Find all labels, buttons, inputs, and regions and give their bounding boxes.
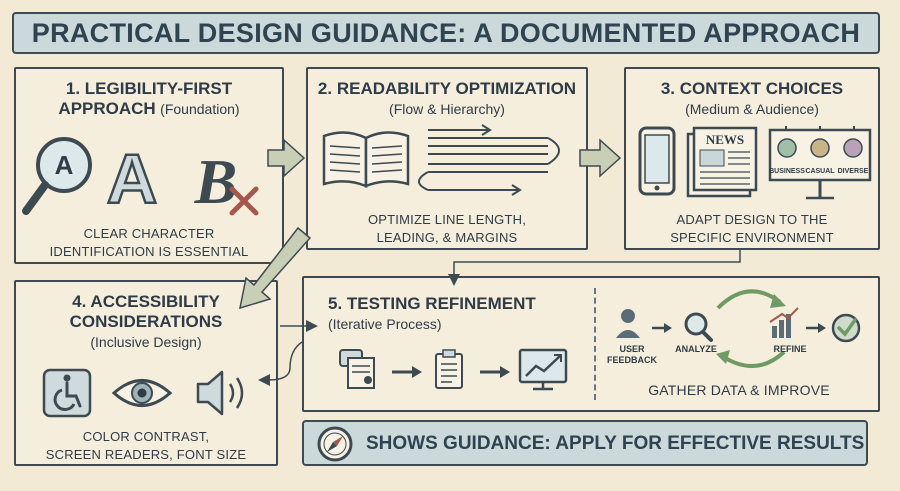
reject-x-icon [229, 186, 259, 216]
testing-heading: 5. TESTING REFINEMENT (Iterative Process… [328, 294, 568, 334]
newspaper-label: NEWS [706, 132, 744, 147]
context-caption: ADAPT DESIGN TO THE SPECIFIC ENVIRONMENT [626, 211, 878, 247]
letter-a-icon: A [107, 140, 158, 218]
billboard-icon: BUSINESS CASUAL DIVERSE [768, 126, 872, 200]
legibility-caption-line2: IDENTIFICATION IS ESSENTIAL [49, 244, 249, 259]
readability-icons [322, 124, 560, 196]
chart-monitor-icon [518, 348, 568, 391]
testing-divider [594, 288, 596, 400]
analyze-magnifier-icon [684, 312, 713, 342]
panel-accessibility: 4. ACCESSIBILITY CONSIDERATIONS (Inclusi… [14, 280, 278, 466]
cycle-label-feedback: FEEDBACK [606, 355, 657, 365]
bar-chart-icon [769, 307, 799, 338]
readability-heading-sub: (Flow & Hierarchy) [389, 101, 505, 117]
panel-legibility: 1. LEGIBILITY-FIRST APPROACH (Foundation… [14, 67, 284, 264]
context-heading-main: 3. CONTEXT CHOICES [660, 79, 844, 98]
magnifier-letter: A [55, 150, 74, 180]
legibility-heading-line1: 1. LEGIBILITY-FIRST [65, 79, 233, 98]
cycle-loop-arrows [716, 289, 786, 369]
user-icon [616, 309, 640, 338]
newspaper-icon: NEWS [686, 126, 758, 198]
accessibility-icons [42, 368, 244, 418]
legibility-caption-line1: CLEAR CHARACTER [83, 226, 215, 241]
cycle-label-analyze: ANALYZE [675, 344, 717, 354]
checkmark-icon [831, 313, 861, 343]
eye-icon [111, 379, 173, 407]
accessibility-heading-sub: (Inclusive Design) [90, 334, 202, 350]
guidance-text: SHOWS GUIDANCE: APPLY FOR EFFECTIVE RESU… [366, 433, 865, 454]
panel-context: 3. CONTEXT CHOICES (Medium & Audience) N… [624, 67, 880, 250]
testing-heading-main: 5. TESTING REFINEMENT [328, 294, 536, 313]
flow-arrow-2 [480, 366, 510, 378]
testing-cycle-icons [616, 289, 861, 369]
testing-heading-sub: (Iterative Process) [328, 316, 442, 332]
legibility-icons: A A B [22, 137, 259, 219]
panel-testing: 5. TESTING REFINEMENT (Iterative Process… [302, 276, 880, 412]
billboard-label-diverse: DIVERSE [838, 168, 869, 175]
flow-arrow-1 [392, 366, 422, 378]
feedback-icon [339, 349, 375, 389]
blackletter-b-icon: B [194, 146, 238, 217]
accessibility-heading-line1: 4. ACCESSIBILITY [72, 292, 220, 311]
testing-caption: GATHER DATA & IMPROVE [648, 382, 830, 398]
context-caption-line2: SPECIFIC ENVIRONMENT [670, 230, 834, 245]
readability-heading: 2. READABILITY OPTIMIZATION (Flow & Hier… [308, 79, 586, 119]
readability-caption-line1: OPTIMIZE LINE LENGTH, [367, 212, 527, 227]
legibility-heading: 1. LEGIBILITY-FIRST APPROACH (Foundation… [16, 79, 282, 120]
readability-caption: OPTIMIZE LINE LENGTH, LEADING, & MARGINS [308, 211, 586, 247]
phone-icon [638, 126, 676, 196]
legibility-heading-sub: (Foundation) [160, 101, 240, 117]
panel-readability: 2. READABILITY OPTIMIZATION (Flow & Hier… [306, 67, 588, 250]
title-banner: PRACTICAL DESIGN GUIDANCE: A DOCUMENTED … [12, 12, 880, 54]
speaker-icon [196, 370, 244, 416]
open-book-icon [322, 131, 410, 188]
cycle-arrow-2 [806, 323, 826, 333]
readability-caption-line2: LEADING, & MARGINS [376, 230, 518, 245]
cycle-label-user: USER [619, 344, 645, 354]
text-flow-icon [418, 124, 560, 196]
cycle-label-refine: REFINE [773, 344, 807, 354]
billboard-label-business: BUSINESS [769, 168, 805, 175]
testing-process-icons [339, 348, 568, 391]
accessibility-heading: 4. ACCESSIBILITY CONSIDERATIONS (Inclusi… [16, 292, 276, 352]
accessibility-heading-line2: CONSIDERATIONS [69, 312, 223, 331]
magnifier-icon: A [22, 137, 92, 215]
context-heading-sub: (Medium & Audience) [685, 101, 819, 117]
page-title: PRACTICAL DESIGN GUIDANCE: A DOCUMENTED … [31, 17, 861, 48]
cycle-arrow-1 [652, 323, 672, 333]
accessibility-caption-line2: SCREEN READERS, FONT SIZE [45, 447, 247, 462]
wheelchair-icon [42, 368, 92, 418]
billboard-label-casual: CASUAL [805, 168, 835, 175]
context-icons: NEWS BUSINESS CASUAL DIVERSE [638, 126, 872, 200]
accessibility-caption: COLOR CONTRAST, SCREEN READERS, FONT SIZ… [16, 428, 276, 464]
guidance-banner: SHOWS GUIDANCE: APPLY FOR EFFECTIVE RESU… [302, 420, 868, 466]
context-caption-line1: ADAPT DESIGN TO THE [676, 212, 828, 227]
clipboard-icon [435, 349, 463, 389]
readability-heading-main: 2. READABILITY OPTIMIZATION [317, 79, 577, 98]
context-heading: 3. CONTEXT CHOICES (Medium & Audience) [626, 79, 878, 119]
legibility-heading-line2: APPROACH [58, 99, 156, 118]
legibility-caption: CLEAR CHARACTER IDENTIFICATION IS ESSENT… [16, 225, 282, 261]
accessibility-caption-line1: COLOR CONTRAST, [82, 429, 210, 444]
compass-icon [317, 426, 353, 462]
